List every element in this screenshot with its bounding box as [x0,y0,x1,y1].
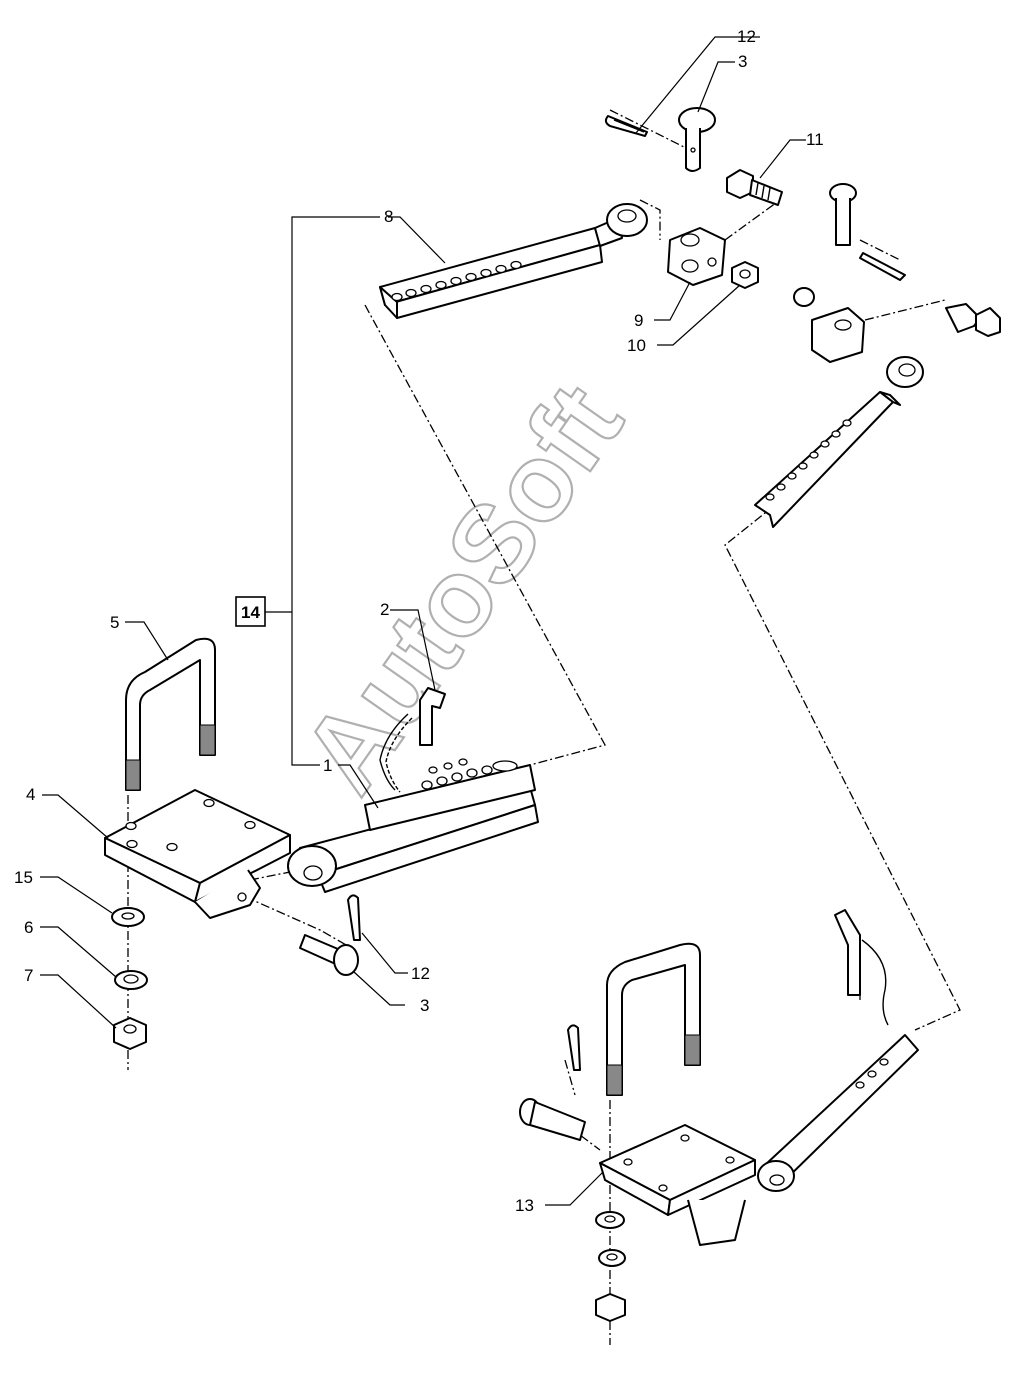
callout-7: 7 [24,966,33,985]
assembly-lines [127,109,961,1345]
clevis-block [667,227,726,286]
clevis-pin-lower [299,934,359,976]
cotter-pin-right [567,1024,581,1071]
top-link-holes [391,260,522,302]
group-bracket [265,216,380,766]
callout-3-bottom: 3 [420,996,429,1015]
callout-2: 2 [380,600,389,619]
callout-4: 4 [26,785,35,804]
mounting-plate [104,789,291,919]
l-pin-right [834,909,889,1026]
callout-13: 13 [515,1196,534,1215]
pin-right [519,1098,586,1141]
callout-9: 9 [634,311,643,330]
callout-1: 1 [323,756,332,775]
u-bolt [125,637,216,791]
callout-15: 15 [14,868,33,887]
lower-link-right [757,1034,919,1192]
top-link-bar-right [754,183,1001,528]
box-label: 14 [241,603,260,622]
callout-6: 6 [24,918,33,937]
watermark-text: AutoSoft [279,363,646,814]
callout-labels: 12 3 11 8 9 10 2 5 1 4 15 6 7 12 3 13 [14,27,824,1215]
callout-8: 8 [384,207,393,226]
washers-right [595,1211,626,1322]
cotter-pin-lower [347,894,361,941]
lock-washer [114,970,148,990]
callout-10: 10 [627,336,646,355]
top-link-bar [379,203,648,319]
mounting-plate-right [599,1124,756,1246]
callout-3-top: 3 [738,52,747,71]
clevis-pin-top [678,107,716,172]
hex-nut [731,261,759,289]
hex-nut-lower [113,1017,147,1050]
box-label-frame [235,596,266,627]
lower-link [287,758,539,893]
callout-5: 5 [110,613,119,632]
leader-lines [40,36,806,1206]
u-bolt-right [606,942,701,1096]
flat-washer [111,907,145,927]
callout-11: 11 [806,130,824,149]
l-pin-with-chain [379,687,446,793]
callout-12-bottom: 12 [411,964,430,983]
hex-bolt [726,169,783,206]
callout-12-top: 12 [737,27,756,46]
